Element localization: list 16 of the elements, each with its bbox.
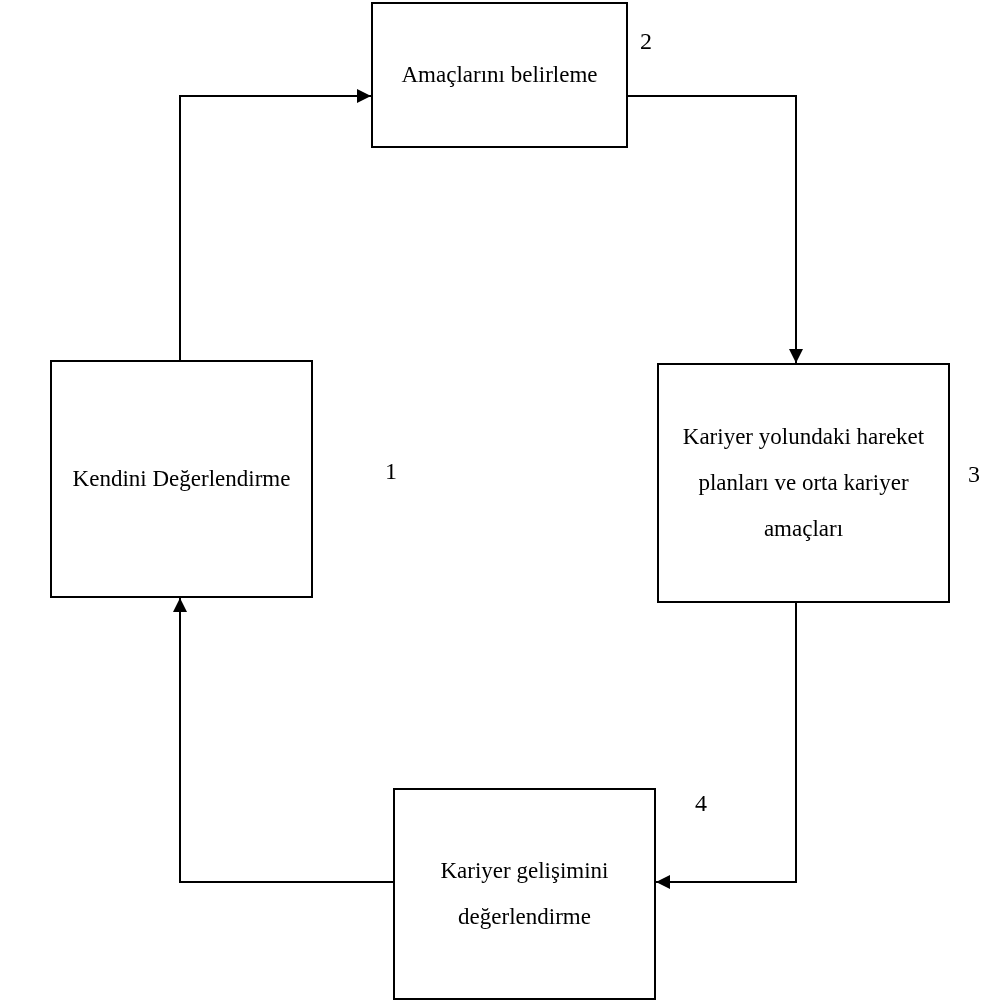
arrow <box>173 597 394 883</box>
step-number: 3 <box>968 461 980 488</box>
arrow <box>627 95 803 364</box>
step-number: 1 <box>385 458 397 485</box>
arrow <box>655 602 797 889</box>
arrow <box>179 89 372 361</box>
process-box <box>50 360 313 598</box>
box-label: Amaçlarını belirleme <box>401 61 598 89</box>
box-label: Kariyer gelişimini değerlendirme <box>439 857 610 931</box>
box-label: Kariyer yolundaki hareket planları ve orta kariyer amaçları <box>681 423 926 543</box>
box-label: Kendini Değerlendirme <box>72 465 291 493</box>
process-box <box>371 2 628 148</box>
step-number: 4 <box>695 790 707 817</box>
process-box <box>393 788 656 1000</box>
step-number: 2 <box>640 28 652 55</box>
process-box <box>657 363 950 603</box>
